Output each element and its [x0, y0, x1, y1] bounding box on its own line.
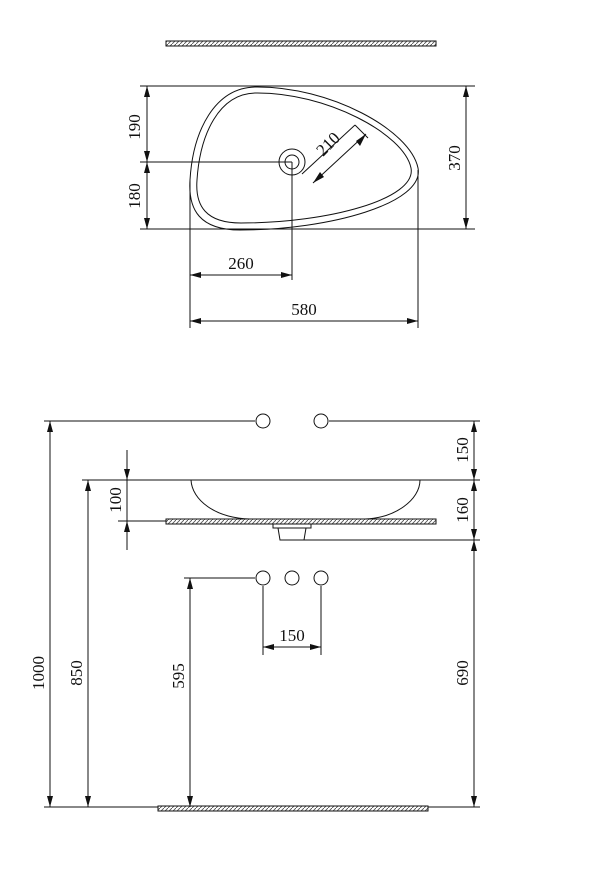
top-view: 190 180 370 210 260 580	[125, 40, 475, 328]
top-wall-bar	[165, 40, 437, 47]
dim-depth-total: 370	[445, 145, 464, 171]
side-view: 150 160 690 100 1000 850 595 150	[29, 413, 480, 812]
dim-wall-valves-height: 595	[169, 663, 188, 689]
dim-tap-height: 1000	[29, 656, 48, 690]
floor-bar	[157, 805, 429, 812]
valve-middle-circle	[284, 570, 300, 586]
dim-width-total: 580	[291, 300, 317, 319]
dim-bowl-height: 100	[106, 487, 125, 513]
dim-valve-spacing: 150	[279, 626, 305, 645]
counter-bar	[165, 518, 437, 525]
dim-counter-height: 850	[67, 660, 86, 686]
dim-drain-from-left: 260	[228, 254, 254, 273]
dim-depth-upper: 190	[125, 114, 144, 140]
waste-fitting-top	[272, 523, 312, 529]
dim-waste-outlet-height: 690	[453, 660, 472, 686]
valve-right-circle	[313, 570, 329, 586]
dim-depth-lower: 180	[125, 183, 144, 209]
dim-tap-to-top: 150	[453, 437, 472, 463]
valve-left-circle	[255, 570, 271, 586]
dim-drain-diag: 210	[312, 128, 343, 159]
basin-outline-outer	[189, 86, 419, 231]
bowl-profile	[190, 479, 421, 520]
tap-left-circle	[255, 413, 271, 429]
tap-right-circle	[313, 413, 329, 429]
waste-fitting-body	[277, 527, 307, 541]
dim-waste-drop: 160	[453, 497, 472, 523]
basin-outline-inner	[196, 92, 412, 224]
